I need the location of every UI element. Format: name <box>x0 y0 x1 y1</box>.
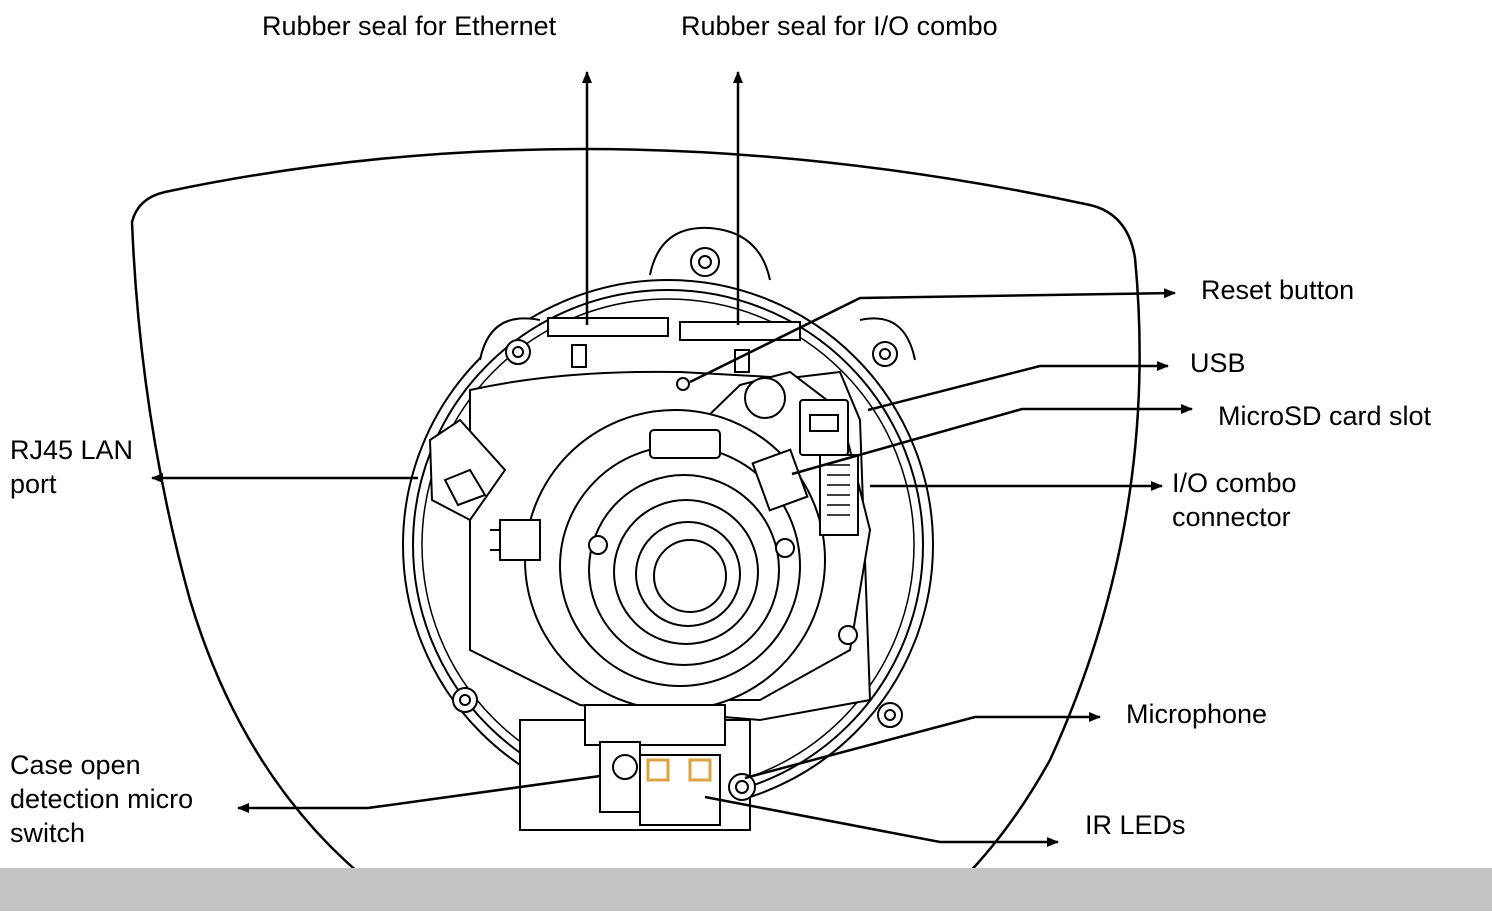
rubber-seals <box>547 317 801 373</box>
leader-usb <box>867 361 1169 412</box>
label-ir-leds: IR LEDs <box>1085 810 1186 840</box>
leader-lines <box>151 71 1193 847</box>
label-microsd: MicroSD card slot <box>1218 401 1432 431</box>
label-usb: USB <box>1190 348 1246 378</box>
label-case-open-line2: detection micro <box>10 784 194 814</box>
bottom-bar <box>0 868 1492 911</box>
label-rj45-line1: RJ45 LAN <box>10 435 134 465</box>
leader-microphone <box>744 712 1101 780</box>
label-rubber-seal-io: Rubber seal for I/O combo <box>681 11 998 41</box>
label-io-combo: I/O combo connector <box>1172 466 1297 534</box>
label-reset-button: Reset button <box>1201 275 1355 305</box>
screw-lobes <box>452 226 916 728</box>
label-io-combo-line1: I/O combo <box>1172 468 1297 498</box>
label-case-open-line3: switch <box>10 818 86 848</box>
label-rj45-line2: port <box>10 469 57 499</box>
label-case-open: Case open detection micro switch <box>10 748 193 850</box>
leader-case-open <box>237 774 601 813</box>
label-microphone: Microphone <box>1126 699 1268 729</box>
label-rubber-seal-ethernet: Rubber seal for Ethernet <box>262 11 557 41</box>
rj45-port-drawing <box>428 418 507 522</box>
lens-module <box>490 409 858 711</box>
label-case-open-line1: Case open <box>10 750 141 780</box>
label-rj45: RJ45 LAN port <box>10 433 133 501</box>
leader-reset <box>689 288 1176 384</box>
label-io-combo-line2: connector <box>1172 502 1291 532</box>
leader-microsd <box>791 404 1193 476</box>
io-pins <box>827 464 850 516</box>
leader-ir-leds <box>704 795 1059 847</box>
reset-hole <box>676 377 690 391</box>
ir-led-module <box>519 704 756 831</box>
